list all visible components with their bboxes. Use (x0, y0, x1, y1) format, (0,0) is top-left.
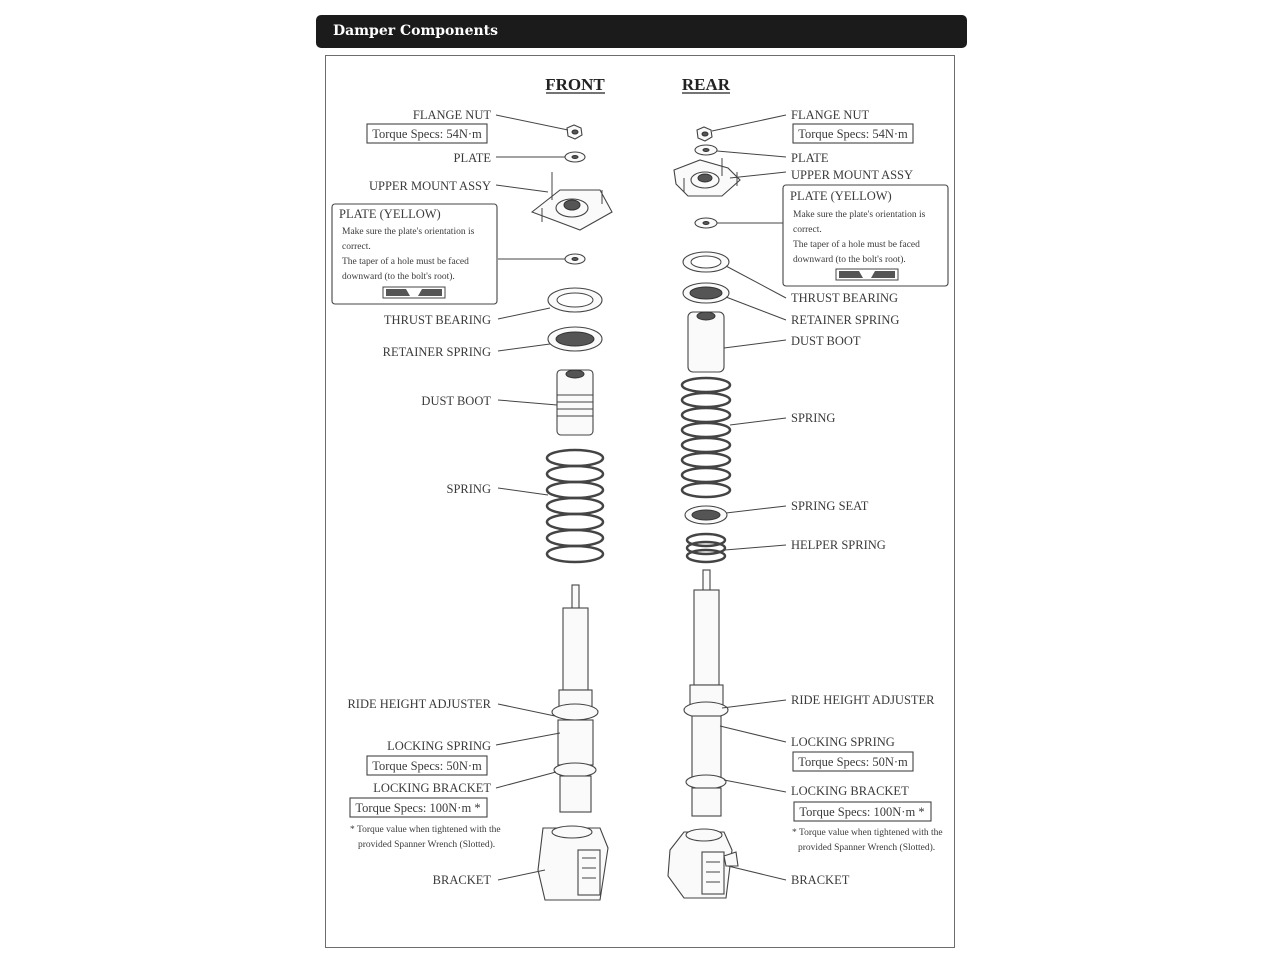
title-bar: Damper Components (316, 15, 967, 48)
front-label-locking-bracket: LOCKING BRACKET (373, 781, 491, 795)
front-label-bracket: BRACKET (433, 873, 492, 887)
rear-note-line1: * Torque value when tightened with the (792, 828, 943, 838)
rear-label-locking-bracket: LOCKING BRACKET (791, 784, 909, 798)
front-damper-body (551, 584, 599, 813)
front-torque-locking-bracket: Torque Specs: 100N·m * (355, 801, 480, 815)
front-note-line2: provided Spanner Wrench (Slotted). (358, 839, 495, 850)
rear-label-locking-spring: LOCKING SPRING (791, 735, 895, 749)
front-torque-flange: Torque Specs: 54N·m (372, 127, 482, 141)
rear-note-line2: provided Spanner Wrench (Slotted). (798, 842, 935, 853)
front-plate-section-icon (382, 286, 446, 299)
rear-torque-locking-spring: Torque Specs: 50N·m (798, 755, 908, 769)
rear-retainer-spring (682, 282, 730, 304)
rear-plate-yellow-line3: The taper of a hole must be faced (793, 239, 920, 250)
rear-torque-flange: Torque Specs: 54N·m (798, 127, 908, 141)
front-plate-yellow-line2: correct. (342, 242, 371, 252)
rear-label-thrust-bearing: THRUST BEARING (791, 291, 898, 305)
rear-label-dust-boot: DUST BOOT (791, 334, 861, 348)
rear-label-helper-spring: HELPER SPRING (791, 538, 886, 552)
front-label-spring: SPRING (447, 482, 491, 496)
rear-thrust-bearing (682, 251, 730, 273)
front-torque-locking-spring: Torque Specs: 50N·m (372, 759, 482, 773)
rear-label-upper-mount: UPPER MOUNT ASSY (791, 168, 913, 182)
rear-plate-yellow-title: PLATE (YELLOW) (790, 189, 892, 203)
diagram-frame (325, 55, 955, 948)
front-heading: FRONT (545, 75, 605, 94)
front-bracket (537, 825, 609, 901)
front-plate-yellow-line1: Make sure the plate's orientation is (342, 227, 475, 237)
rear-plate-yellow-line4: downward (to the bolt's root). (793, 254, 906, 265)
front-label-flange-nut: FLANGE NUT (413, 108, 491, 122)
front-label-retainer-spring: RETAINER SPRING (383, 345, 491, 359)
rear-torque-locking-bracket: Torque Specs: 100N·m * (799, 805, 924, 819)
front-plate-yellow-title: PLATE (YELLOW) (339, 207, 441, 221)
front-label-thrust-bearing: THRUST BEARING (384, 313, 491, 327)
rear-label-spring-seat: SPRING SEAT (791, 499, 869, 513)
front-label-ride-height: RIDE HEIGHT ADJUSTER (347, 697, 491, 711)
front-dust-boot (556, 369, 594, 436)
rear-label-flange-nut: FLANGE NUT (791, 108, 869, 122)
rear-plate-yellow-line2: correct. (793, 225, 822, 235)
rear-spring-seat (684, 505, 728, 525)
rear-label-bracket: BRACKET (791, 873, 850, 887)
rear-label-retainer-spring: RETAINER SPRING (791, 313, 899, 327)
rear-label-spring: SPRING (791, 411, 835, 425)
rear-flange-nut (696, 126, 713, 142)
page-title: Damper Components (333, 23, 499, 39)
rear-bracket (667, 828, 739, 899)
front-note-line1: * Torque value when tightened with the (350, 825, 501, 835)
rear-dust-boot (687, 311, 725, 373)
front-label-locking-spring: LOCKING SPRING (387, 739, 491, 753)
rear-spring (680, 376, 732, 499)
rear-plate-section-icon (835, 268, 899, 281)
front-flange-nut (566, 124, 583, 140)
front-spring (545, 448, 605, 564)
rear-plate-yellow-line1: Make sure the plate's orientation is (793, 210, 926, 220)
rear-heading: REAR (682, 75, 731, 94)
front-thrust-bearing (547, 287, 603, 313)
front-label-dust-boot: DUST BOOT (421, 394, 491, 408)
rear-helper-spring (685, 532, 727, 564)
rear-label-plate: PLATE (791, 151, 829, 165)
front-upper-mount (530, 172, 613, 231)
front-label-plate: PLATE (454, 151, 492, 165)
rear-damper-body (683, 569, 729, 817)
rear-upper-mount (673, 158, 741, 197)
front-retainer-spring (547, 326, 603, 352)
rear-label-ride-height: RIDE HEIGHT ADJUSTER (791, 693, 935, 707)
front-plate-yellow-line4: downward (to the bolt's root). (342, 271, 455, 282)
front-plate-yellow-line3: The taper of a hole must be faced (342, 256, 469, 267)
front-label-upper-mount: UPPER MOUNT ASSY (369, 179, 491, 193)
